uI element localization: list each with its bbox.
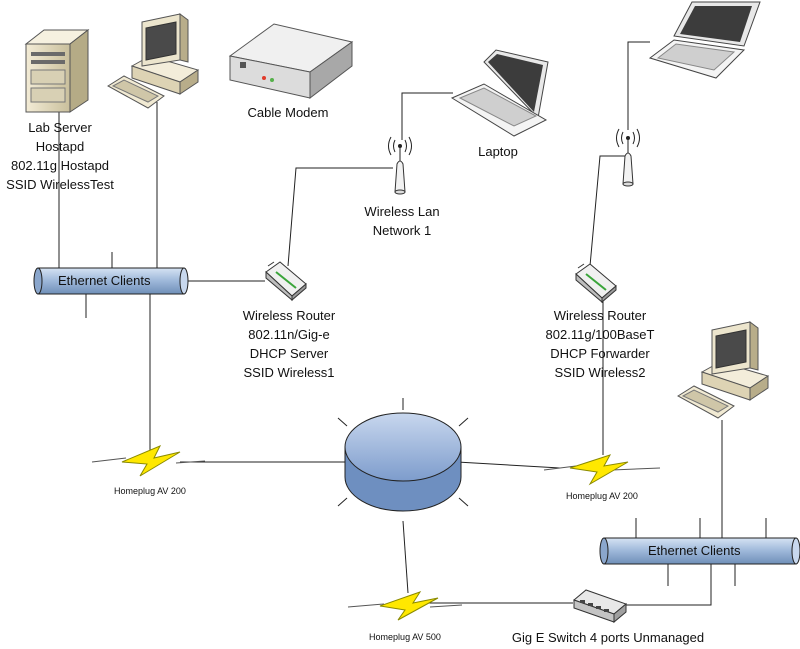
cable-modem-icon [228,23,354,100]
ethernet-bus-left-label: Ethernet Clients [58,273,151,288]
wireless-ap-icon [388,136,412,195]
homeplug-bolt-icon [543,454,661,486]
switch-icon [573,589,627,624]
router-2-label: Wireless Router 802.11g/100BaseT DHCP Fo… [545,308,655,380]
switch-label: Gig E Switch 4 ports Unmanaged [511,630,705,645]
homeplug-bolt-icon [347,591,463,621]
link-hub-homeplug-right [456,461,561,469]
lab-server-label: Lab Server Hostapd 802.11g Hostapd SSID … [6,120,114,192]
router-1-label: Wireless Router 802.11n/Gig-e DHCP Serve… [242,308,336,380]
wireless-ap-icon [616,128,640,187]
connections [58,41,767,606]
link-laptop-ap1 [401,92,453,140]
link-router1-ap1 [287,167,393,267]
router-icon [265,261,307,302]
homeplug-left-label: Homeplug AV 200 [114,486,186,496]
cable-modem-label: Cable Modem [247,105,329,120]
homeplug-bottom-label: Homeplug AV 500 [369,632,441,642]
desktop-pc-icon [677,321,770,419]
laptop-icon [648,1,761,79]
wireless-lan-label: Wireless Lan Network 1 [364,204,440,238]
laptop-icon [450,49,549,137]
homeplug-right-label: Homeplug AV 200 [566,491,638,501]
router-icon [575,263,617,304]
link-laptop2-ap2 [627,41,650,130]
link-router2-ap2 [589,155,625,267]
ethernet-bus-right [599,537,800,565]
server-icon [24,28,90,113]
link-hub-homeplug-bottom [402,520,409,594]
hub-icon [337,398,469,512]
ethernet-bus-right-label: Ethernet Clients [648,543,741,558]
link-switch-bus-right [622,564,712,606]
homeplug-bolt-icon [91,445,206,477]
desktop-pc-icon [107,13,200,109]
laptop-label: Laptop [478,144,518,159]
ethernet-bus-left [33,267,189,295]
